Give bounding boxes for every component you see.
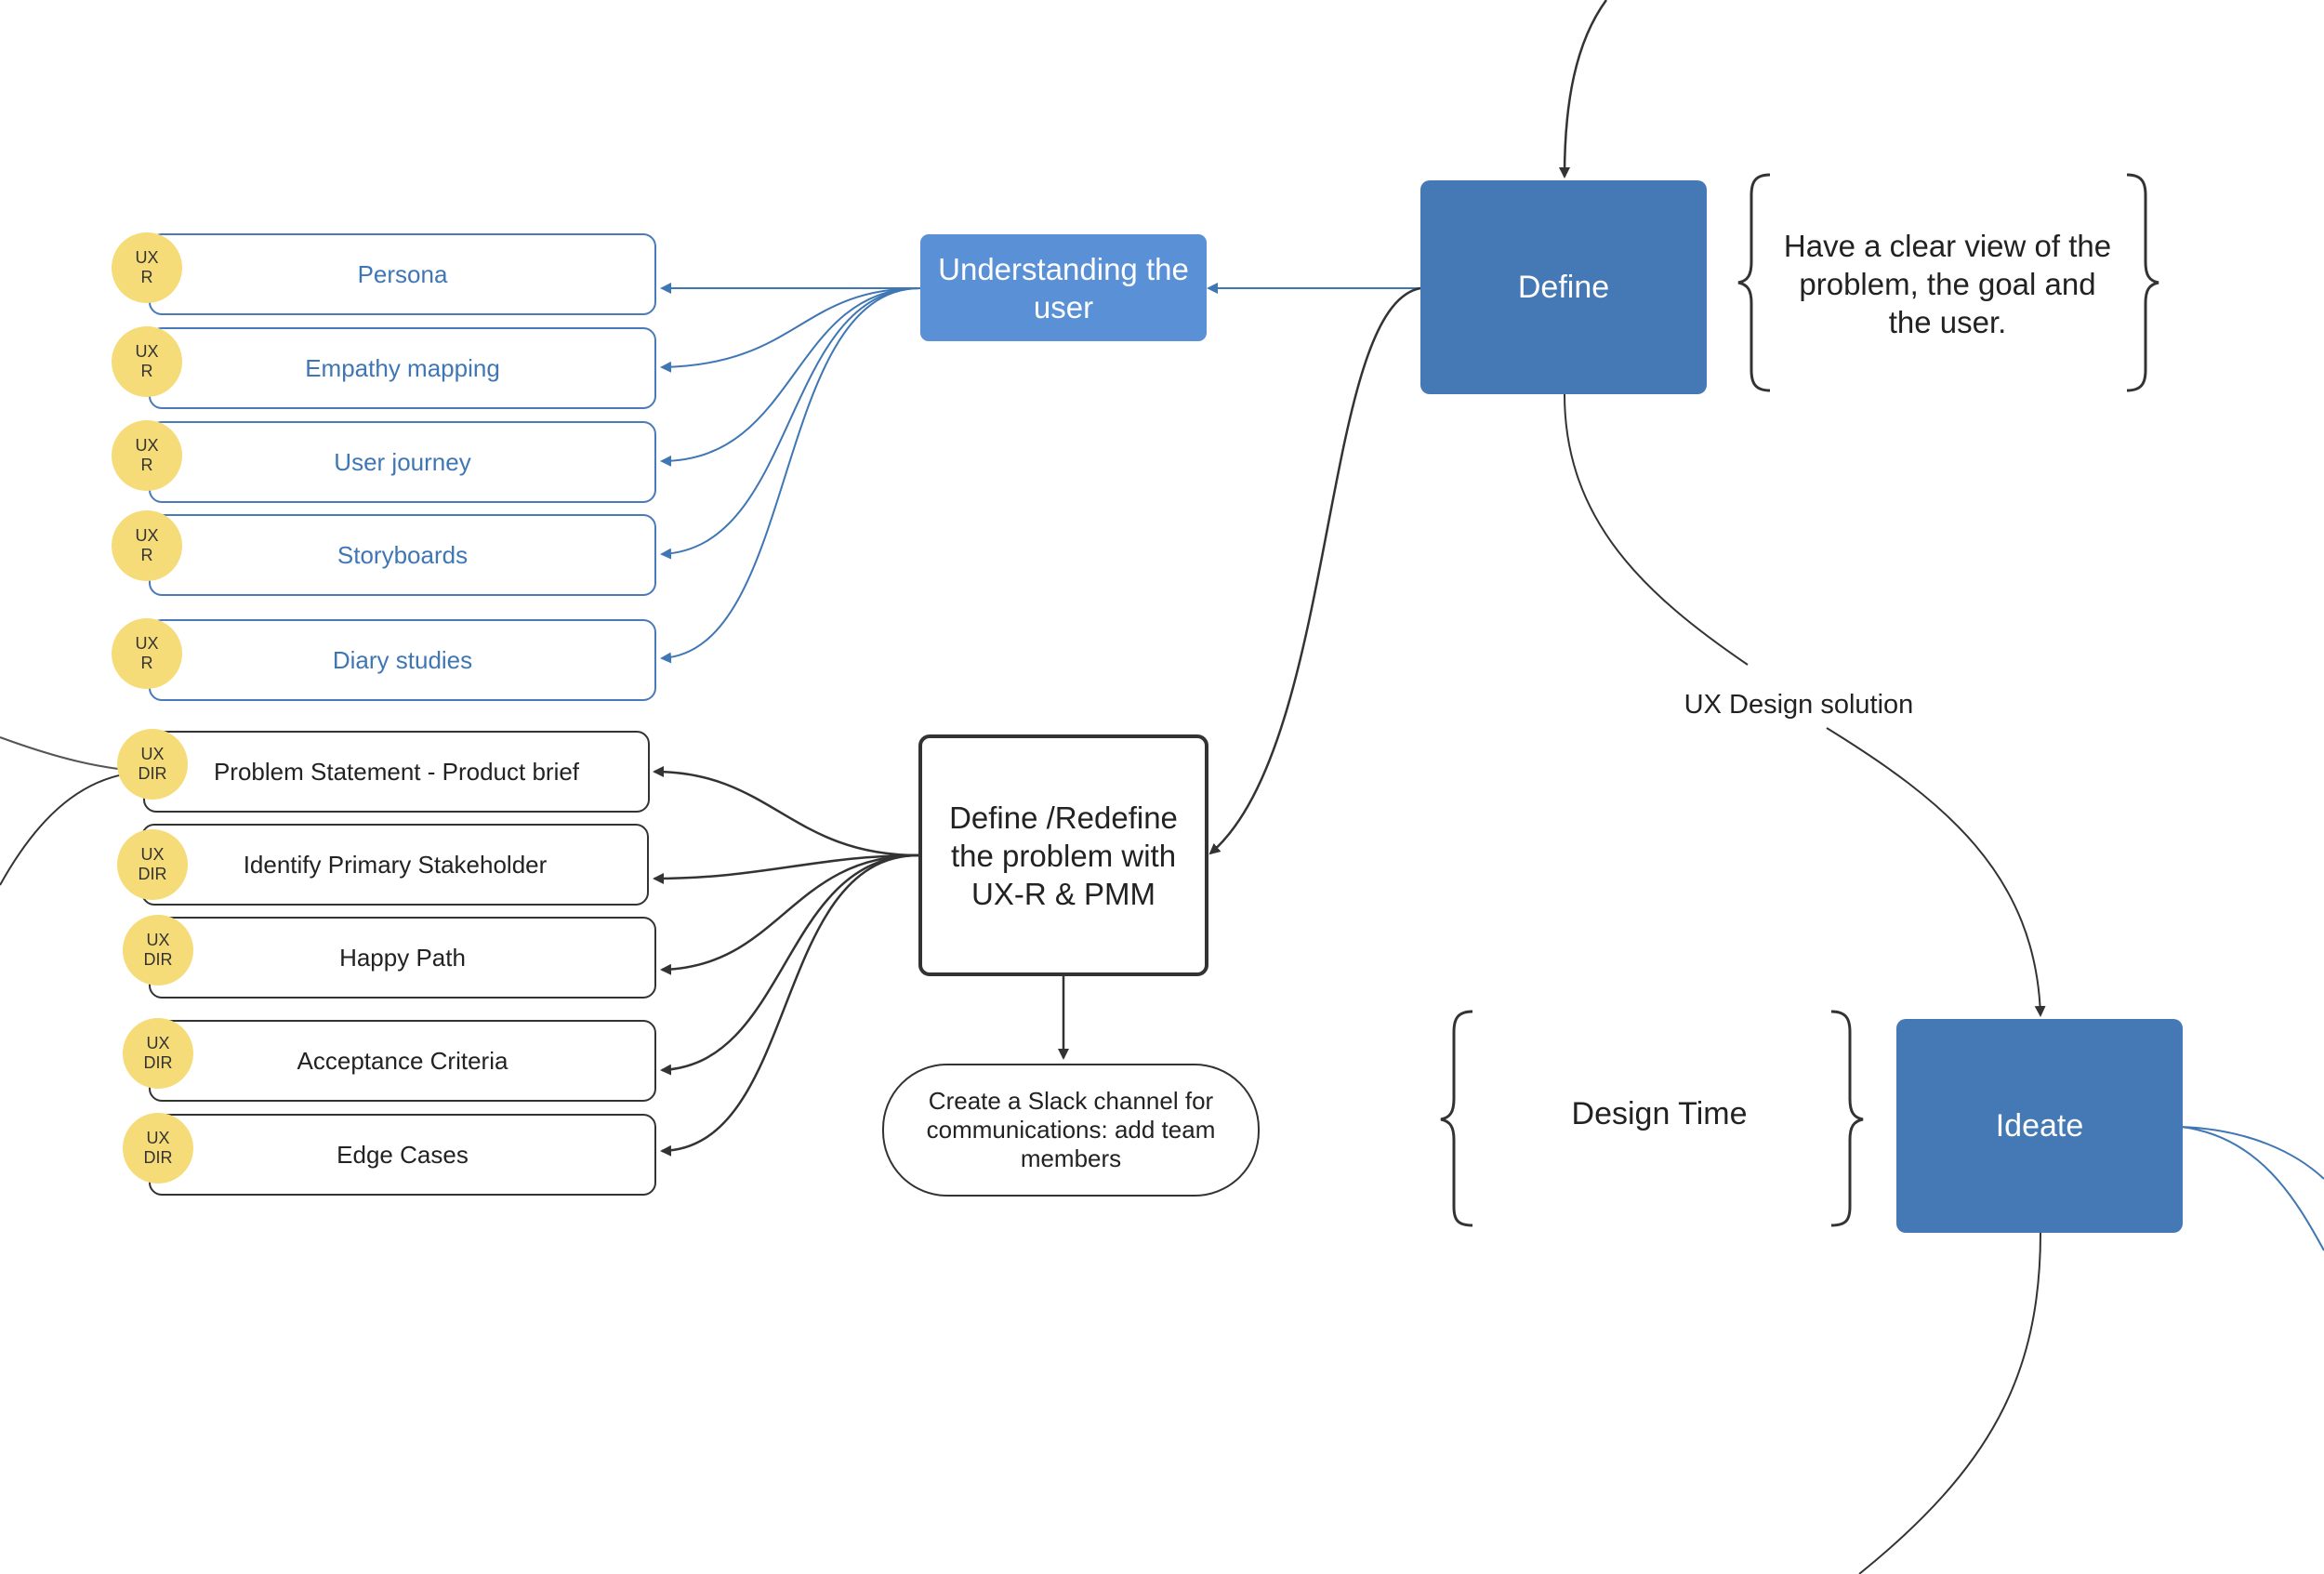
list-item-acceptance-criteria[interactable]: Acceptance Criteria [149,1020,656,1102]
connector-understanding-to-journey [660,287,921,467]
connector-redefine-to-stakeholder [653,853,919,884]
ux-r-badge: UX R [112,510,182,581]
list-item-edge-cases[interactable]: Edge Cases [149,1114,656,1196]
list-item-happy-path[interactable]: Happy Path [149,917,656,999]
item-label: Happy Path [339,943,466,972]
list-item-diary-studies[interactable]: Diary studies [149,619,656,701]
connector-ideate-out-right-1 [2180,1126,2324,1180]
connector-redefine-to-problem [653,766,919,857]
connector-redefine-to-happypath [660,853,919,975]
ux-design-solution-label: UX Design solution [1664,688,1934,721]
item-label: Diary studies [332,645,473,674]
item-label: Acceptance Criteria [297,1046,508,1075]
define-goal-note: Have a clear view of the problem, the go… [1783,229,2112,339]
ux-dir-badge: UX DIR [123,1113,193,1184]
understanding-user-node[interactable]: Understanding the user [920,234,1207,341]
item-label: Persona [357,259,448,288]
ideate-node[interactable]: Ideate [1896,1019,2183,1233]
item-label: Edge Cases [337,1140,469,1169]
list-item-storyboards[interactable]: Storyboards [149,514,656,596]
design-time-note: Design Time [1571,1096,1748,1131]
define-node[interactable]: Define [1420,180,1707,394]
connector-top-to-define [1559,0,1608,179]
ux-dir-badge: UX DIR [123,915,193,985]
item-label: Empathy mapping [305,353,500,382]
ux-dir-badge: UX DIR [117,729,188,800]
brace-design-left [1440,1010,1473,1227]
ux-dir-badge: UX DIR [123,1018,193,1089]
connector-define-to-ideate [1564,393,1749,666]
connector-understanding-to-diary [660,287,921,664]
item-label: Identify Primary Stakeholder [243,850,548,879]
item-label: User journey [334,447,471,476]
connector-redefine-to-edgecases [660,853,919,1157]
ux-dir-badge: UX DIR [117,829,188,900]
brace-define-left [1737,173,1771,392]
slack-channel-node[interactable]: Create a Slack channel for communication… [882,1064,1260,1197]
ux-r-badge: UX R [112,420,182,491]
item-label: Storyboards [337,540,469,569]
ux-r-badge: UX R [112,618,182,689]
connector-define-to-redefine [1208,286,1421,855]
list-item-persona[interactable]: Persona [149,233,656,315]
connector-understanding-to-storyboards [660,287,921,560]
connector-understanding-to-empathy [660,287,921,373]
list-item-empathy-mapping[interactable]: Empathy mapping [149,327,656,409]
brace-define-right [2126,173,2159,392]
connector-ideate-out-right-2 [2180,1126,2324,1251]
connector-define-to-ideate-2 [1826,727,2046,1017]
brace-design-right [1830,1010,1864,1227]
item-label: Problem Statement - Product brief [213,757,580,786]
redefine-problem-node[interactable]: Define /Redefine the problem with UX-R &… [918,734,1208,976]
ux-r-badge: UX R [112,326,182,397]
connector-ideate-out-bottom [1858,1232,2041,1574]
ux-r-badge: UX R [112,232,182,303]
list-item-user-journey[interactable]: User journey [149,421,656,503]
list-item-primary-stakeholder[interactable]: Identify Primary Stakeholder [141,824,649,906]
connector-redefine-to-acceptance [660,853,919,1076]
list-item-problem-statement[interactable]: Problem Statement - Product brief [143,731,650,813]
